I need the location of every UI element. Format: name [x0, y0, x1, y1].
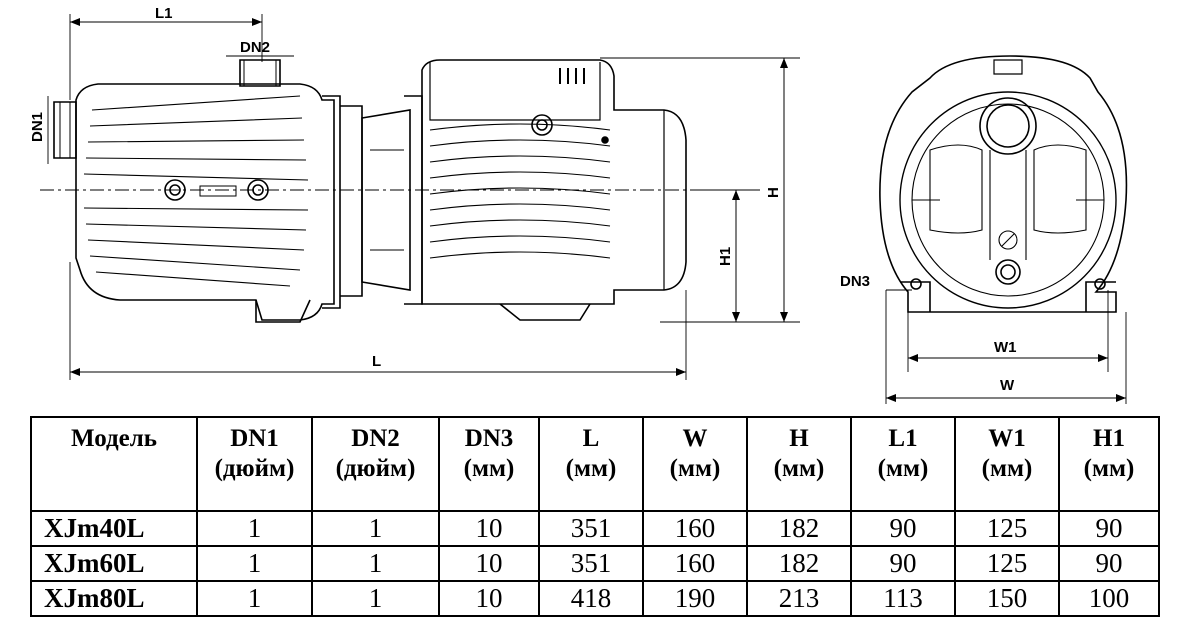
table-cell: 160 [642, 545, 748, 582]
dn2-label: DN2 [240, 39, 270, 56]
dn3-dimension: DN3 [840, 273, 912, 404]
header-dn1: DN1(дюйм) [196, 416, 313, 512]
header-h1: H1(мм) [1058, 416, 1160, 512]
table-cell: 182 [746, 510, 852, 547]
pump-dimension-drawing: L1 DN2 DN1 L H H1 [29, 5, 1128, 404]
h-dimension: H [760, 58, 800, 323]
table-cell-model: XJm80L [30, 580, 198, 617]
table-cell: 351 [538, 545, 644, 582]
table-cell: 125 [954, 510, 1060, 547]
pump-side-view [53, 59, 687, 323]
table-cell: 100 [1058, 580, 1160, 617]
table-cell: 160 [642, 510, 748, 547]
l-label: L [372, 353, 381, 370]
h1-label: H1 [717, 247, 734, 266]
l1-label: L1 [155, 5, 173, 22]
dimension-table: Модель DN1(дюйм) DN2(дюйм) DN3(мм) L(мм)… [30, 416, 1160, 617]
table-cell: 90 [1058, 510, 1160, 547]
table-header-row: Модель DN1(дюйм) DN2(дюйм) DN3(мм) L(мм)… [30, 416, 1160, 512]
dn1-label: DN1 [29, 112, 46, 142]
table-cell: 1 [196, 580, 313, 617]
header-w: W(мм) [642, 416, 748, 512]
table-row: XJm80L 1 1 10 418 190 213 113 150 100 [30, 580, 1160, 617]
l1-dimension: L1 [69, 5, 263, 100]
dn1-dimension: DN1 [29, 96, 49, 164]
l-dimension: L [69, 262, 687, 380]
table-row: XJm60L 1 1 10 351 160 182 90 125 90 [30, 545, 1160, 582]
table-cell-model: XJm40L [30, 510, 198, 547]
table-cell: 182 [746, 545, 852, 582]
header-dn3: DN3(мм) [438, 416, 540, 512]
table-row: XJm40L 1 1 10 351 160 182 90 125 90 [30, 510, 1160, 547]
table-cell-model: XJm60L [30, 545, 198, 582]
table-cell: 125 [954, 545, 1060, 582]
w1-label: W1 [994, 339, 1017, 356]
table-cell: 1 [196, 510, 313, 547]
table-cell: 90 [850, 545, 956, 582]
dn2-dimension: DN2 [226, 39, 294, 57]
pump-front-view [879, 55, 1128, 313]
table-cell: 150 [954, 580, 1060, 617]
table-cell: 113 [850, 580, 956, 617]
h1-dimension: H1 [717, 190, 740, 322]
table-cell: 1 [311, 580, 440, 617]
table-cell: 90 [1058, 545, 1160, 582]
w-label: W [1000, 377, 1015, 394]
table-cell: 10 [438, 510, 540, 547]
w1-dimension: W1 [908, 290, 1109, 372]
w-dimension: W [886, 312, 1127, 404]
table-cell: 90 [850, 510, 956, 547]
table-cell: 1 [311, 545, 440, 582]
table-cell: 351 [538, 510, 644, 547]
h-label: H [765, 187, 782, 198]
header-l: L(мм) [538, 416, 644, 512]
header-model: Модель [30, 416, 198, 512]
table-cell: 418 [538, 580, 644, 617]
header-h: H(мм) [746, 416, 852, 512]
table-cell: 10 [438, 580, 540, 617]
table-cell: 213 [746, 580, 852, 617]
table-cell: 190 [642, 580, 748, 617]
header-w1: W1(мм) [954, 416, 1060, 512]
dn3-label: DN3 [840, 273, 870, 290]
table-cell: 10 [438, 545, 540, 582]
table-cell: 1 [196, 545, 313, 582]
table-cell: 1 [311, 510, 440, 547]
header-l1: L1(мм) [850, 416, 956, 512]
header-dn2: DN2(дюйм) [311, 416, 440, 512]
